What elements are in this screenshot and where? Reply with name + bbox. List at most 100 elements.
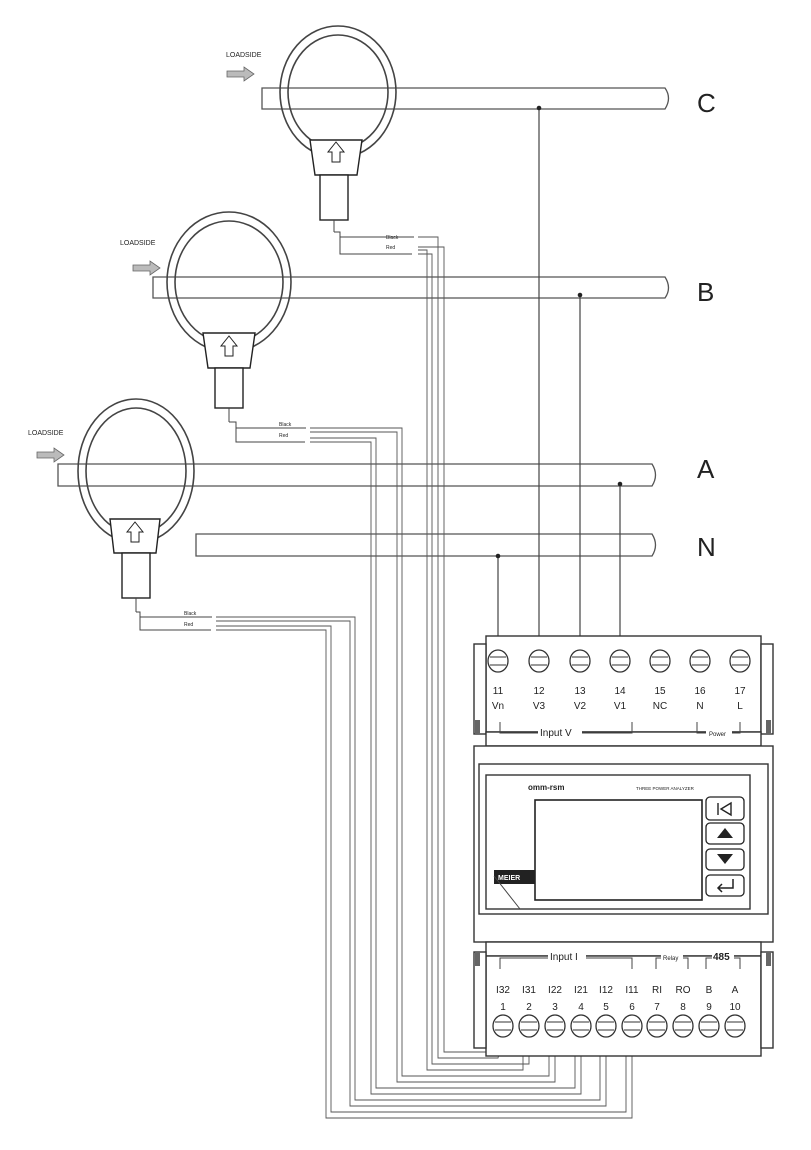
terminal-name: B [706,985,713,996]
up-button[interactable] [705,822,745,845]
down-button[interactable] [705,848,745,871]
bus-bar-a [57,463,657,487]
terminal-7[interactable]: RI 7 [646,985,668,1038]
terminal-name: RI [652,985,662,996]
terminal-name: NC [653,701,667,712]
terminal-number: 16 [694,686,706,697]
terminal-name: V2 [574,701,587,712]
phase-label-n: N [697,532,716,562]
up-arrow-icon [219,335,239,357]
terminal-9[interactable]: B9 [698,985,720,1038]
wire-red-label: Red [386,245,395,251]
terminal-6[interactable]: I11 6 [621,985,643,1038]
current-clamp-a: LOADSIDE Black Red [28,398,197,628]
terminal-5[interactable]: I12 5 [595,985,617,1038]
bus-bar-n [195,533,657,557]
power-analyzer-meter: omm-rsm THREE POWER ANALYZER MEIER [473,635,774,1057]
terminal-number: 7 [654,1002,660,1013]
loadside-label: LOADSIDE [226,52,262,59]
home-button[interactable] [705,796,745,821]
terminal-number: 2 [526,1002,532,1013]
terminal-number: 11 [493,686,504,697]
terminal-16[interactable]: 16N [689,649,711,712]
group-input-v: Input V [540,728,572,739]
terminal-name: V3 [533,701,546,712]
terminal-name: I31 [522,985,536,996]
terminal-number: 15 [654,686,666,697]
group-input-i: Input I [550,952,578,963]
terminal-name: L [737,701,743,712]
wire-black-label: Black [184,611,197,617]
enter-icon [716,879,734,893]
up-arrow-icon [125,521,145,543]
terminal-name: A [732,985,739,996]
terminal-8[interactable]: RO 8 [672,985,694,1038]
terminal-number: 4 [578,1002,584,1013]
current-clamp-c: LOADSIDE Black Red [226,25,399,251]
up-arrow-icon [326,141,346,163]
skip-back-icon [717,801,732,817]
terminal-3[interactable]: I22 3 [544,985,566,1038]
current-clamp-b: LOADSIDE Black Red [120,211,292,439]
terminal-name: I22 [548,985,562,996]
wire-red-label: Red [184,622,193,628]
wire-black-label: Black [279,422,292,428]
terminal-number: 1 [500,1002,506,1013]
terminal-name: I21 [574,985,588,996]
loadside-arrow-icon [132,260,161,276]
terminal-name: I32 [496,985,510,996]
terminal-number: 13 [574,686,586,697]
down-arrow-icon [717,854,733,864]
terminal-name: I11 [625,985,639,996]
voltage-taps [495,105,623,642]
terminal-4[interactable]: I21 4 [570,985,592,1038]
wire-red-label: Red [279,433,288,439]
meier-logo-text: MEIER [498,875,520,882]
terminal-2[interactable]: I31 2 [518,985,540,1038]
phase-label-b: B [697,277,714,307]
terminal-name: V1 [614,701,627,712]
terminal-number: 12 [533,686,545,697]
terminal-1[interactable]: I32 1 [492,985,514,1038]
group-relay: Relay [663,956,678,962]
terminal-17[interactable]: 17L [729,649,751,712]
terminal-number: 10 [729,1002,741,1013]
up-arrow-icon [717,828,733,838]
terminal-number: 6 [629,1002,635,1013]
brand-label: omm-rsm [528,783,564,792]
terminal-name: RO [676,985,691,996]
terminal-number: 14 [614,686,626,697]
wire-black-label: Black [386,235,399,241]
group-485: 485 [713,952,730,963]
bus-bar-b [152,276,670,299]
model-label: THREE POWER ANALYZER [636,786,695,791]
bus-bar-c [261,87,670,110]
terminal-name: I12 [599,985,613,996]
loadside-arrow-icon [36,447,65,463]
terminal-number: 5 [603,1002,609,1013]
loadside-label: LOADSIDE [120,240,156,247]
terminal-number: 17 [734,686,746,697]
terminal-number: 3 [552,1002,558,1013]
loadside-arrow-icon [226,66,255,82]
terminal-number: 9 [706,1002,712,1013]
display-screen [534,799,703,901]
group-power: Power [709,732,726,738]
phase-label-c: C [697,88,716,118]
terminal-name: N [696,701,703,712]
terminal-number: 8 [680,1002,686,1013]
enter-button[interactable] [705,874,745,897]
terminal-name: Vn [492,701,504,712]
phase-label-a: A [697,454,715,484]
terminal-10[interactable]: A 10 [724,985,746,1038]
loadside-label: LOADSIDE [28,430,64,437]
